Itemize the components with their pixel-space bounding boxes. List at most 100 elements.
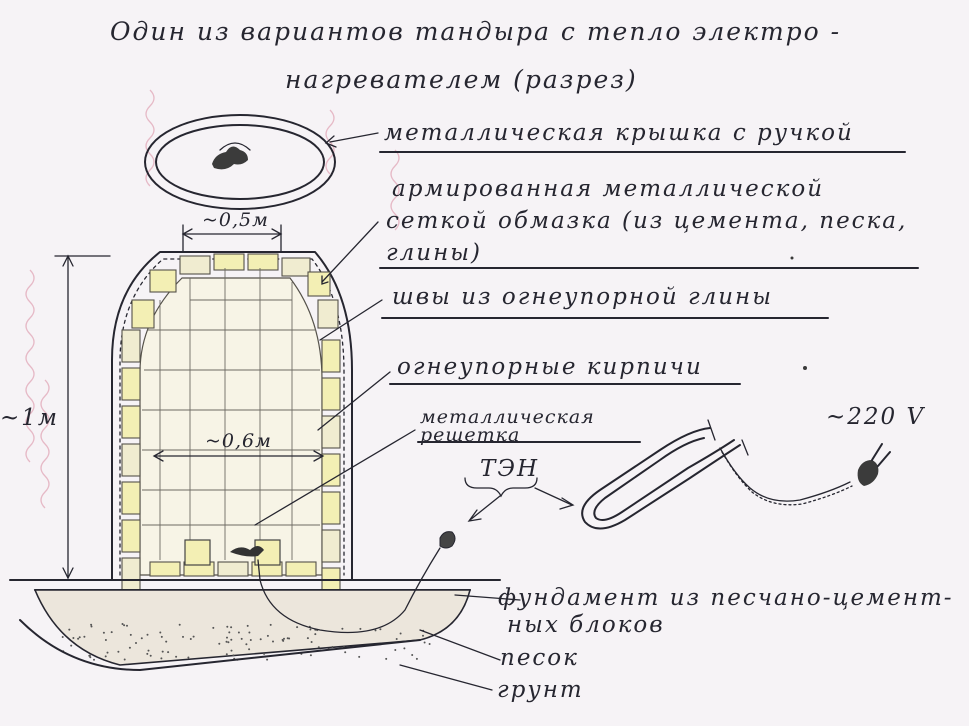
label-grate-2: решетка	[420, 424, 520, 446]
sand-dot	[77, 637, 80, 640]
brick	[121, 481, 141, 515]
lower-plug-icon	[257, 531, 456, 634]
sand-dot	[192, 635, 195, 638]
sand-dot	[341, 627, 344, 630]
sand-dot	[422, 634, 424, 637]
power-cable	[719, 447, 853, 506]
label-heater: ТЭН	[480, 456, 539, 482]
sand-dot	[245, 643, 248, 646]
sand-dot	[428, 643, 431, 645]
brick	[317, 299, 339, 329]
label-sand: песок	[500, 645, 579, 671]
sand-dot	[93, 658, 95, 661]
sand-dot	[212, 626, 215, 629]
sand-dot	[246, 624, 249, 627]
sand-dot	[102, 631, 105, 634]
sand-dot	[237, 631, 240, 634]
label-coating-2: сеткой обмазка (из цемента, песка,	[386, 208, 907, 234]
sand-dot	[310, 641, 313, 643]
sand-dot	[149, 654, 152, 657]
sand-dot	[128, 646, 131, 649]
sand-dot	[226, 625, 229, 628]
sand-dot	[344, 651, 347, 654]
label-coating-1: армированная металлической	[392, 176, 824, 202]
sand-dot	[129, 633, 132, 636]
brick	[121, 367, 141, 401]
brick	[321, 491, 341, 525]
inner-heater	[184, 539, 281, 566]
sand-dot	[126, 624, 128, 627]
sand-dot	[230, 649, 233, 652]
sand-dot	[296, 626, 299, 629]
sand-dot	[159, 631, 162, 634]
heating-element-icon	[581, 419, 749, 530]
sand-layer	[33, 589, 472, 666]
brick	[217, 561, 249, 577]
brick	[131, 299, 155, 329]
brick	[281, 257, 311, 277]
sand-dot	[359, 627, 362, 630]
sand-dot	[218, 642, 221, 645]
brick	[121, 443, 141, 477]
sand-dot	[147, 649, 150, 652]
label-coating-3: глины)	[386, 240, 482, 266]
sand-dot	[399, 632, 402, 635]
power-plug-icon	[857, 443, 891, 486]
sand-dot	[379, 628, 382, 631]
sand-dot	[90, 625, 93, 628]
fireproof-bricks	[121, 253, 341, 601]
sand-dot	[227, 641, 230, 644]
sand-dot	[225, 640, 228, 643]
sand-dot	[187, 656, 190, 659]
sand-dot	[78, 636, 81, 639]
sand-dot	[331, 646, 334, 648]
brick	[213, 253, 245, 271]
sand-dot	[226, 636, 228, 639]
sand-dot	[423, 641, 426, 644]
sand-dot	[232, 654, 235, 657]
sand-dot	[83, 635, 86, 638]
sand-dot	[167, 651, 170, 654]
sand-dot	[272, 640, 274, 643]
sand-dot	[309, 628, 312, 631]
sand-dot	[248, 631, 251, 634]
sand-dot	[121, 623, 124, 625]
brick	[307, 271, 331, 297]
dimension-height-label: ~1м	[0, 405, 59, 431]
sand-dot	[160, 635, 163, 638]
heater-arrows	[464, 477, 575, 522]
sand-dot	[123, 624, 126, 627]
sand-dot	[72, 637, 75, 639]
sand-dot	[283, 637, 285, 640]
sand-dot	[249, 639, 252, 641]
brick	[121, 519, 141, 553]
dimension-inner-label: ~0,6м	[205, 430, 272, 452]
sand-dot	[89, 656, 92, 659]
sand-dot	[259, 638, 262, 641]
sand-dot	[189, 638, 192, 640]
label-soil: грунт	[497, 677, 584, 703]
dimension-top: ~0,5м	[181, 209, 283, 253]
sand-dot	[182, 635, 184, 638]
label-foundation-2: ных блоков	[507, 612, 665, 638]
sand-dot	[61, 636, 64, 638]
sand-dot	[286, 637, 289, 640]
brick	[321, 529, 341, 563]
brick	[247, 253, 279, 271]
sand-dot	[263, 652, 266, 655]
sand-dot	[240, 637, 243, 640]
sand-dot	[228, 631, 231, 634]
sand-dot	[395, 638, 398, 640]
label-foundation-1: фундамент из песчано-цемент-	[498, 585, 954, 611]
sand-dot	[314, 633, 317, 636]
sand-dot	[178, 623, 181, 626]
sand-dot	[230, 626, 233, 629]
sand-dot	[248, 648, 251, 651]
brick	[321, 453, 341, 487]
sand-dot	[68, 628, 71, 631]
sand-dot	[135, 642, 137, 644]
sand-dot	[161, 650, 164, 653]
sand-dot	[403, 647, 406, 650]
label-voltage: ~220 V	[826, 404, 925, 430]
